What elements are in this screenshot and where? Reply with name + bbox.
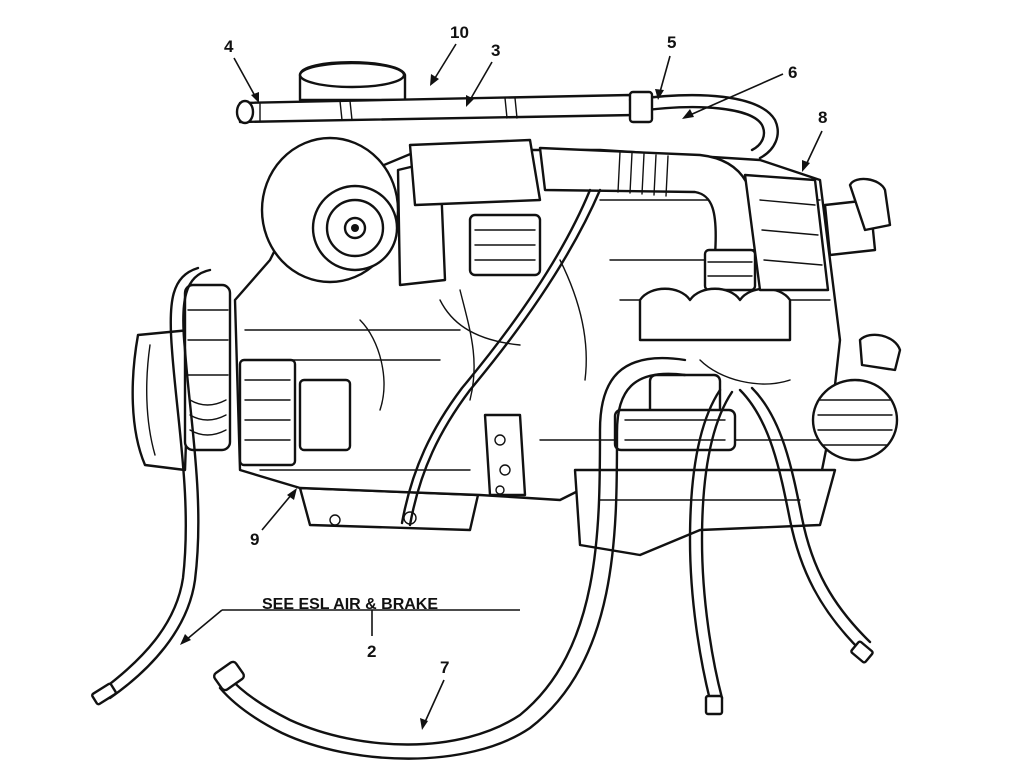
leader-5: [659, 55, 671, 93]
leader-4: [233, 57, 256, 97]
note-see-esl: SEE ESL AIR & BRAKE: [262, 596, 438, 613]
alternator: [811, 333, 902, 462]
callout-9: 9: [250, 530, 259, 549]
leader-3-arrowhead: [466, 95, 474, 107]
big-coolant-hose: [212, 356, 687, 760]
callout-6: 6: [788, 63, 797, 82]
thermostat-housing: [823, 177, 892, 257]
leader-6-arrowhead: [682, 109, 694, 119]
leader-10: [434, 43, 457, 79]
leader-3: [469, 61, 493, 101]
leader-7-arrowhead: [420, 718, 428, 730]
engine-mount: [483, 413, 527, 497]
callout-4: 4: [224, 37, 234, 56]
leader-2-left: [185, 609, 223, 641]
leader-6: [689, 73, 784, 116]
callout-10: 10: [450, 23, 469, 42]
leader-8: [805, 130, 823, 166]
callout-2: 2: [367, 642, 376, 661]
leader-4-arrowhead: [251, 92, 259, 103]
leader-10-arrowhead: [430, 74, 439, 86]
gear-cover: [238, 358, 352, 467]
center-hose: [400, 188, 602, 527]
exhaust-manifold: [638, 287, 792, 342]
callout-3: 3: [491, 41, 500, 60]
callout-labels: 10 4 3 5 6 8 9 SEE ESL AIR & BRAKE 2: [180, 23, 827, 730]
leader-2-arrowhead: [180, 634, 191, 645]
intake-pipe: [408, 138, 758, 292]
air-cleaner-cap: [298, 61, 407, 102]
left-hose: [91, 266, 212, 706]
engine-illustration: [91, 61, 902, 760]
callout-7: 7: [440, 658, 449, 677]
leader-8-arrowhead: [802, 160, 810, 172]
leader-9: [261, 493, 293, 531]
fan-pulley: [131, 328, 192, 472]
bell-housing: [573, 468, 837, 557]
right-hoses: [688, 386, 874, 716]
callout-5: 5: [667, 33, 676, 52]
leader-9-arrowhead: [287, 488, 297, 500]
air-compressor: [468, 213, 542, 277]
valve-cover: [743, 173, 830, 292]
top-right-hose: [628, 90, 779, 160]
callout-8: 8: [818, 108, 827, 127]
leader-5-arrowhead: [655, 89, 664, 100]
fuel-filter: [183, 283, 232, 452]
leader-7: [424, 679, 445, 723]
top-air-pipe: [235, 93, 637, 125]
